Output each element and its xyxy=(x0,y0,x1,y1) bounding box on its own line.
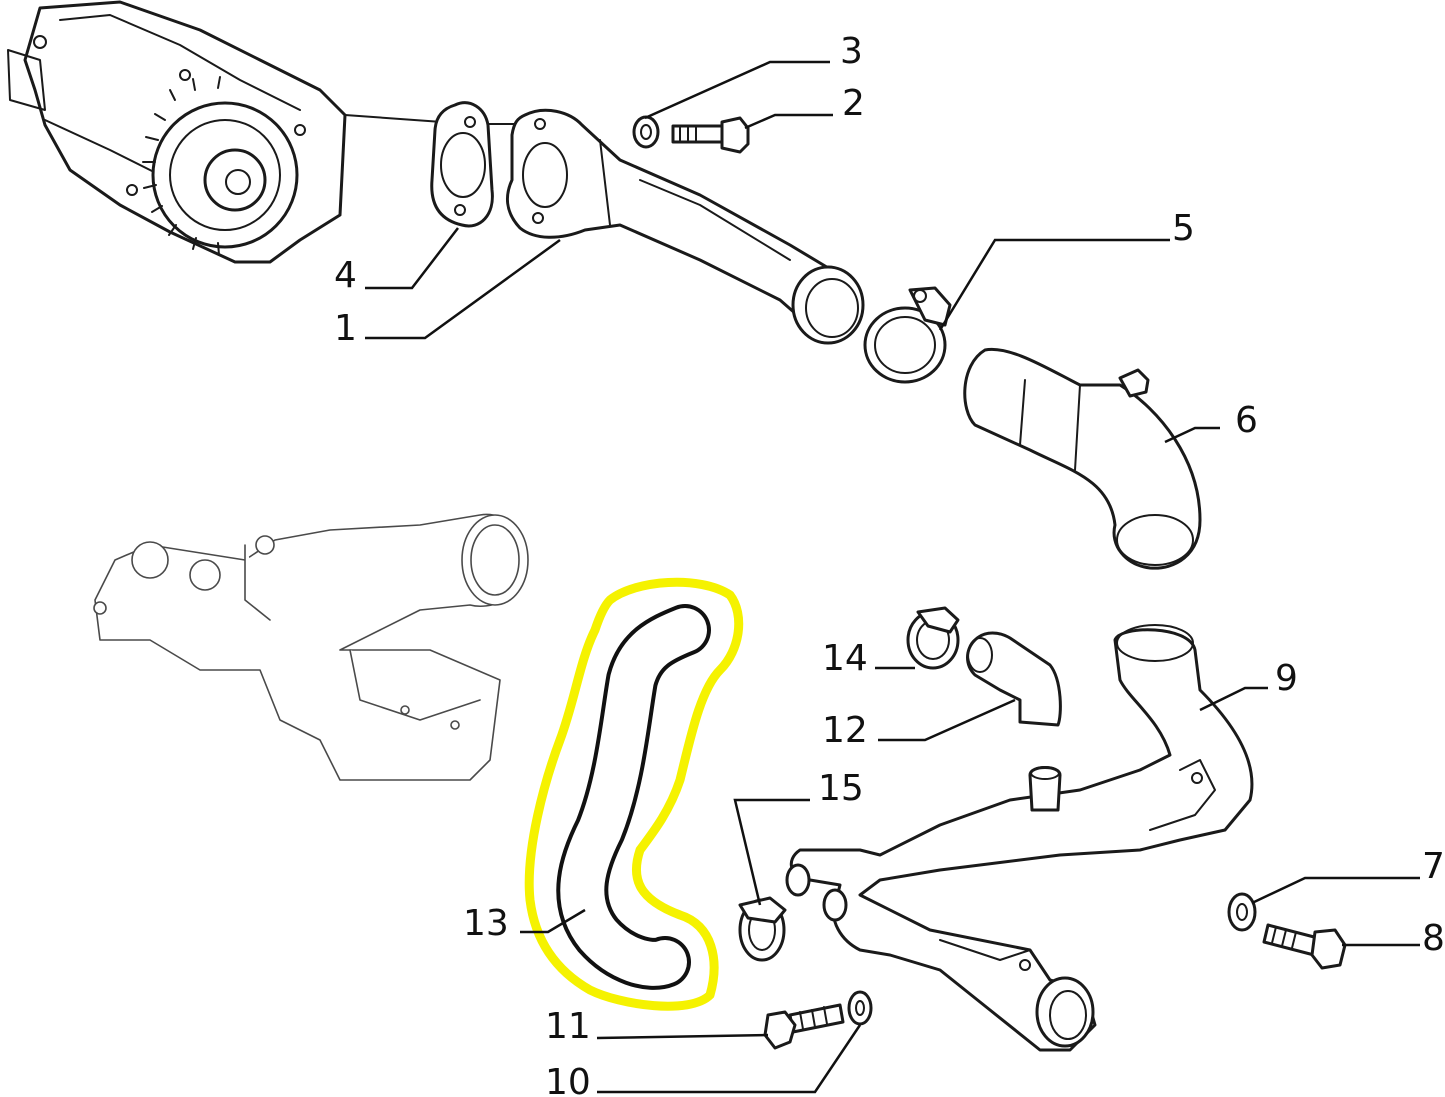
callout-10: 10 xyxy=(545,1062,591,1097)
washer-part-3 xyxy=(632,115,660,149)
callout-1: 1 xyxy=(334,308,357,349)
callout-14: 14 xyxy=(822,638,868,679)
callout-13: 13 xyxy=(463,903,509,944)
small-clamp-part-14 xyxy=(906,606,960,670)
elbow-hose-part-6 xyxy=(963,347,1202,570)
washer-part-7 xyxy=(1227,892,1257,932)
callout-15: 15 xyxy=(818,768,864,809)
highlight-outline xyxy=(524,577,744,1011)
thermostat-housing xyxy=(93,513,529,781)
callout-3: 3 xyxy=(840,31,863,72)
callout-8: 8 xyxy=(1422,918,1445,959)
outlet-pipe-part-1 xyxy=(506,108,865,345)
callout-11: 11 xyxy=(545,1006,591,1047)
small-hose-part-12 xyxy=(966,631,1062,727)
callout-5: 5 xyxy=(1172,208,1195,249)
gasket-part-4 xyxy=(430,101,494,228)
callout-6: 6 xyxy=(1235,400,1258,441)
hose-clamp-part-5 xyxy=(863,286,952,384)
callout-7: 7 xyxy=(1422,846,1445,887)
washer-part-10 xyxy=(847,990,873,1026)
clamp-part-15 xyxy=(738,896,787,962)
leader-lines xyxy=(365,60,1420,1094)
bolt-part-2 xyxy=(671,116,750,154)
callout-2: 2 xyxy=(842,83,865,124)
callout-9: 9 xyxy=(1275,658,1298,699)
water-pump-housing xyxy=(7,0,347,264)
water-manifold-part-9 xyxy=(785,624,1254,1052)
callout-12: 12 xyxy=(822,710,868,751)
bolt-part-8 xyxy=(1262,923,1347,970)
hose-part-13 xyxy=(524,577,744,1011)
callout-4: 4 xyxy=(334,255,357,296)
bolt-part-11 xyxy=(763,1003,845,1050)
